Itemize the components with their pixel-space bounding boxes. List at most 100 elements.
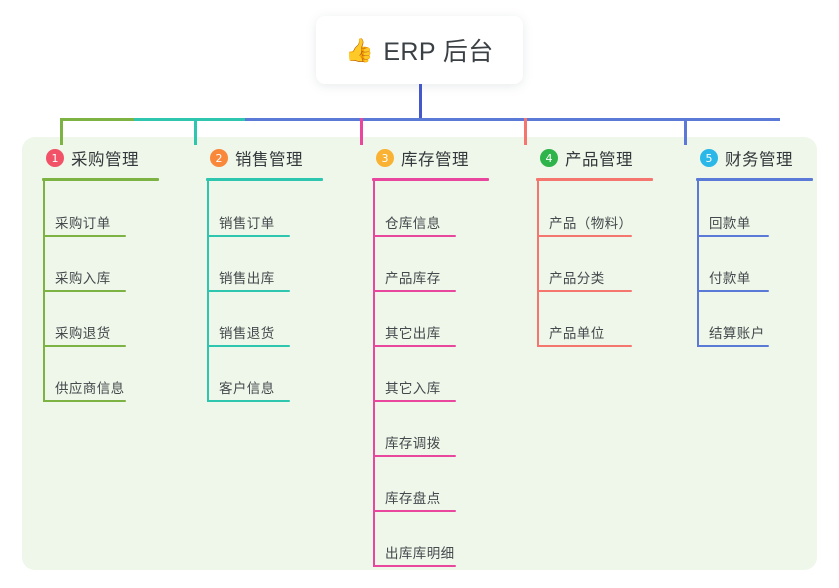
leaf-item[interactable]: 销售订单 <box>207 180 290 237</box>
column-drop-connector-3 <box>360 118 363 145</box>
root-title-text: ERP 后台 <box>383 38 494 66</box>
column-underline-5 <box>696 178 813 181</box>
leaf-item-label: 采购入库 <box>55 271 111 286</box>
column-badge-4: 4 <box>540 149 558 167</box>
leaf-item-underline <box>207 400 290 402</box>
column-badge-5: 5 <box>700 149 718 167</box>
thumbs-up-icon: 👍 <box>345 36 375 63</box>
leaf-item-underline <box>537 345 632 347</box>
leaf-item-underline <box>373 235 456 237</box>
leaf-item-underline <box>373 345 456 347</box>
leaf-item-label: 采购订单 <box>55 216 111 231</box>
leaf-item[interactable]: 付款单 <box>697 235 769 292</box>
leaf-item[interactable]: 客户信息 <box>207 345 290 402</box>
leaf-item[interactable]: 产品库存 <box>373 235 456 292</box>
column-badge-1: 1 <box>46 149 64 167</box>
leaf-item[interactable]: 供应商信息 <box>43 345 126 402</box>
leaf-item-underline <box>373 565 456 567</box>
column-underline-4 <box>536 178 653 181</box>
column-underline-3 <box>372 178 489 181</box>
leaf-item-label: 客户信息 <box>219 381 275 396</box>
leaf-item[interactable]: 销售出库 <box>207 235 290 292</box>
leaf-item-underline <box>43 290 126 292</box>
column-underline-1 <box>42 178 159 181</box>
leaf-item-underline <box>207 235 290 237</box>
column-header-2[interactable]: 2 销售管理 <box>194 145 344 171</box>
leaf-item[interactable]: 库存盘点 <box>373 455 456 512</box>
column-4: 4 产品管理产品（物料） 产品分类产品单位 <box>524 145 674 347</box>
column-1: 1 采购管理采购订单采购入库采购退货供应商信息 <box>30 145 180 402</box>
column-drop-connector-5 <box>684 118 687 145</box>
leaf-item[interactable]: 采购退货 <box>43 290 126 347</box>
column-drop-connector-2 <box>194 118 197 145</box>
leaf-item[interactable]: 其它出库 <box>373 290 456 347</box>
column-title-1: 采购管理 <box>71 151 139 169</box>
leaf-item-underline <box>373 510 456 512</box>
leaf-item-label: 库存调拨 <box>385 436 441 451</box>
column-title-4: 产品管理 <box>565 151 633 169</box>
leaf-item-label: 库存盘点 <box>385 491 441 506</box>
bus-segment-1 <box>60 118 134 121</box>
root-drop-connector <box>419 84 422 121</box>
leaf-item-label: 产品库存 <box>385 271 441 286</box>
leaf-item-label: 销售出库 <box>219 271 275 286</box>
leaf-item[interactable]: 仓库信息 <box>373 180 456 237</box>
leaf-item[interactable]: 库存调拨 <box>373 400 456 457</box>
leaf-item-label: 销售订单 <box>219 216 275 231</box>
leaf-item-underline <box>373 455 456 457</box>
column-title-5: 财务管理 <box>725 151 793 169</box>
column-header-5[interactable]: 5 财务管理 <box>684 145 834 171</box>
bus-segment-3 <box>245 118 780 121</box>
leaf-item[interactable]: 产品单位 <box>537 290 632 347</box>
leaf-item-label: 供应商信息 <box>55 381 125 396</box>
leaf-item-underline <box>43 345 126 347</box>
column-5: 5 财务管理回款单付款单结算账户 <box>684 145 834 347</box>
column-spine-5 <box>697 180 699 347</box>
leaf-item-label: 产品（物料） <box>549 216 633 231</box>
leaf-item[interactable]: 其它入库 <box>373 345 456 402</box>
leaf-item-label: 采购退货 <box>55 326 111 341</box>
leaf-item-label: 产品分类 <box>549 271 605 286</box>
leaf-item[interactable]: 销售退货 <box>207 290 290 347</box>
leaf-item-underline <box>697 290 769 292</box>
leaf-item-underline <box>537 290 632 292</box>
column-drop-connector-4 <box>524 118 527 145</box>
leaf-item-label: 出库库明细 <box>385 546 455 561</box>
leaf-item-underline <box>697 345 769 347</box>
leaf-item-label: 付款单 <box>709 271 751 286</box>
leaf-item-label: 其它出库 <box>385 326 441 341</box>
leaf-item-label: 销售退货 <box>219 326 275 341</box>
leaf-item-underline <box>207 345 290 347</box>
leaf-item[interactable]: 出库库明细 <box>373 510 456 567</box>
column-badge-2: 2 <box>210 149 228 167</box>
column-header-4[interactable]: 4 产品管理 <box>524 145 674 171</box>
leaf-item-underline <box>373 400 456 402</box>
leaf-item-underline <box>43 400 126 402</box>
leaf-item-label: 其它入库 <box>385 381 441 396</box>
column-underline-2 <box>206 178 323 181</box>
leaf-item[interactable]: 回款单 <box>697 180 769 237</box>
leaf-item[interactable]: 采购订单 <box>43 180 126 237</box>
leaf-item-label: 仓库信息 <box>385 216 441 231</box>
leaf-item[interactable]: 产品分类 <box>537 235 632 292</box>
column-2: 2 销售管理销售订单销售出库销售退货客户信息 <box>194 145 344 402</box>
column-title-3: 库存管理 <box>401 151 469 169</box>
leaf-item[interactable]: 采购入库 <box>43 235 126 292</box>
bus-segment-2 <box>134 118 245 121</box>
column-header-1[interactable]: 1 采购管理 <box>30 145 180 171</box>
column-title-2: 销售管理 <box>235 151 303 169</box>
column-spine-3 <box>373 180 375 567</box>
root-node[interactable]: 👍 ERP 后台 <box>316 16 523 84</box>
leaf-item-label: 结算账户 <box>709 326 765 341</box>
leaf-item[interactable]: 产品（物料） <box>537 180 632 237</box>
leaf-item-underline <box>43 235 126 237</box>
root-node-label: 👍 ERP 后台 <box>345 32 493 68</box>
leaf-item-label: 产品单位 <box>549 326 605 341</box>
diagram-panel <box>22 137 817 570</box>
column-drop-connector-1 <box>60 118 63 145</box>
leaf-item[interactable]: 结算账户 <box>697 290 769 347</box>
leaf-item-underline <box>537 235 632 237</box>
